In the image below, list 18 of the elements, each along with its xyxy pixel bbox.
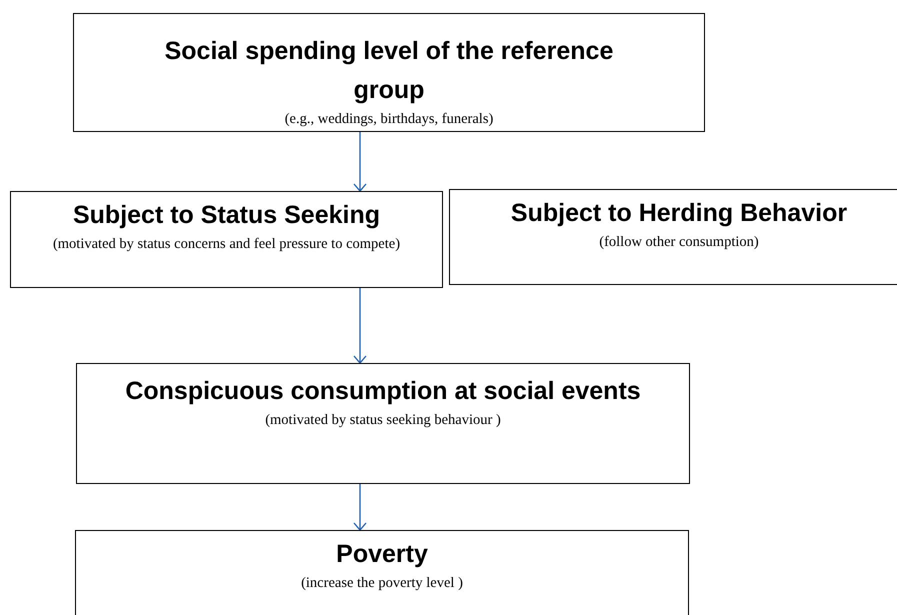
box-title: Poverty — [335, 539, 429, 570]
box-subtitle: (motivated by status seeking behaviour ) — [264, 410, 502, 430]
process-box — [73, 13, 705, 132]
process-box — [75, 530, 689, 615]
process-box — [10, 191, 443, 288]
process-box — [76, 363, 690, 484]
box-subtitle: (e.g., weddings, birthdays, funerals) — [284, 110, 494, 128]
arrow — [353, 132, 367, 192]
box-title: Social spending level of the reference group — [164, 36, 614, 106]
box-subtitle: (motivated by status concerns and feel pressure to compete) — [52, 234, 402, 254]
arrow — [353, 484, 367, 531]
process-box — [449, 189, 897, 285]
box-subtitle: (increase the poverty level ) — [300, 574, 464, 593]
box-title: Subject to Herding Behavior — [510, 198, 848, 229]
box-subtitle: (follow other consumption) — [598, 232, 760, 252]
box-title: Conspicuous consumption at social events — [124, 376, 642, 407]
box-title: Subject to Status Seeking — [72, 200, 381, 231]
arrow — [353, 288, 367, 364]
